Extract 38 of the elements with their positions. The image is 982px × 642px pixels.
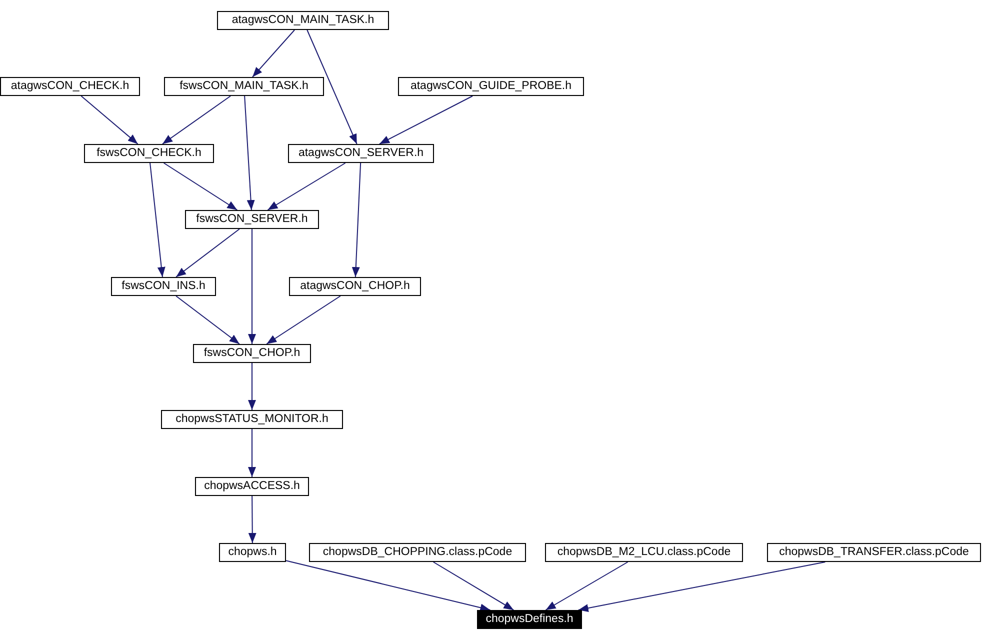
file-box: fswsCON_CHECK.h [84,144,214,163]
arrow [545,562,628,610]
file-box: fswsCON_SERVER.h [185,210,319,229]
arrow [252,30,295,78]
file-box: chopwsSTATUS_MONITOR.h [161,410,343,429]
arrow [286,560,491,612]
file-box: atagwsCON_CHECK.h [0,77,140,96]
arrow [248,428,256,478]
arrow [244,96,255,210]
file-box: fswsCON_CHOP.h [193,344,311,363]
file-box: atagwsCON_CHOP.h [289,277,421,296]
file-box: atagwsCON_SERVER.h [288,144,434,163]
arrow [150,162,166,278]
arrow [176,228,240,278]
arrow [162,96,232,144]
arrow [306,30,358,144]
arrow [378,96,474,144]
file-box: chopwsDefines.h [477,610,582,629]
file-box: fswsCON_MAIN_TASK.h [164,77,324,96]
file-box: chopwsACCESS.h [195,477,309,496]
arrow [352,162,362,278]
arrow [248,362,256,410]
arrow [80,96,138,144]
arrow [267,162,346,210]
file-box: chopwsDB_CHOPPING.class.pCode [309,543,526,562]
file-box: chopwsDB_M2_LCU.class.pCode [545,543,743,562]
arrow [248,496,256,544]
arrow [578,562,826,612]
arrow [266,296,341,344]
arrow [248,228,256,344]
arrow [432,562,514,610]
file-box: atagwsCON_GUIDE_PROBE.h [398,77,584,96]
arrow [176,296,240,344]
file-box: fswsCON_INS.h [111,277,216,296]
file-box: chopwsDB_TRANSFER.class.pCode [767,543,981,562]
file-box: atagwsCON_MAIN_TASK.h [217,11,389,30]
arrow [163,162,238,210]
file-box: chopws.h [219,543,286,562]
